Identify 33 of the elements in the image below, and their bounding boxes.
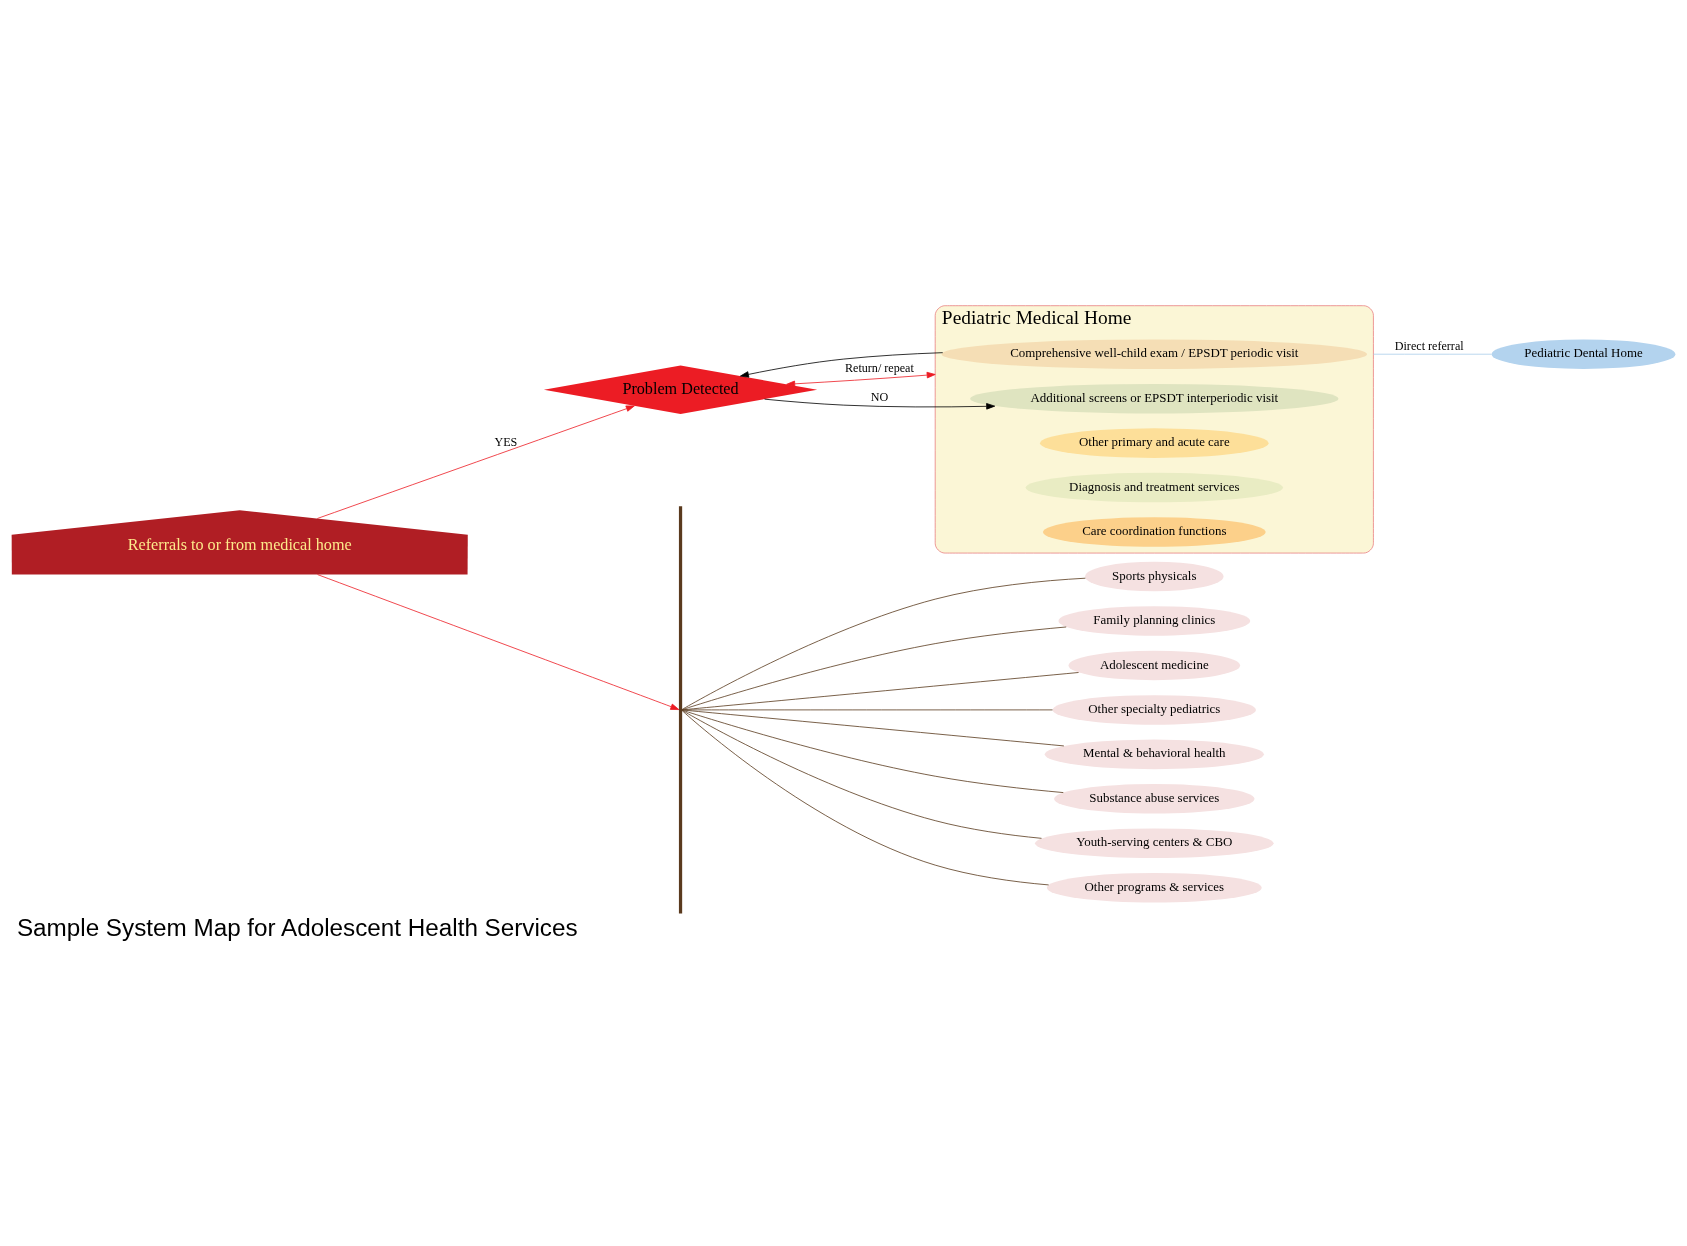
node-bar — [678, 506, 683, 914]
connector — [681, 709, 1064, 793]
node-ellipse: Other programs & services — [1046, 873, 1262, 903]
node-ellipse: Pediatric Dental Home — [1491, 339, 1676, 369]
diagram-title: Sample System Map for Adolescent Health Services — [16, 914, 578, 942]
connector — [681, 577, 1086, 710]
connector — [681, 626, 1067, 710]
node-ellipse: Additional screens or EPSDT interperiodic visit — [970, 383, 1339, 414]
node-ellipse: Care coordination functions — [1042, 517, 1266, 547]
node-ellipse: Comprehensive well-child exam / EPSDT periodic visit — [941, 339, 1367, 369]
arrow — [764, 398, 996, 410]
arrow — [317, 574, 680, 710]
connector — [682, 672, 1079, 711]
node-ellipse: Other specialty pediatrics — [1052, 695, 1256, 725]
arrow — [316, 405, 635, 519]
node-ellipse: Family planning clinics — [1058, 606, 1251, 636]
edge-label: Return/ repeat — [844, 360, 914, 375]
node-ellipse: Sports physicals — [1085, 561, 1224, 592]
edge-label: Direct referral — [1394, 339, 1464, 354]
arrow — [786, 371, 936, 388]
connector — [681, 710, 1042, 839]
node-ellipse: Substance abuse services — [1054, 784, 1255, 814]
arrow — [740, 352, 944, 378]
node-ellipse: Other primary and acute care — [1040, 428, 1269, 458]
connector — [681, 710, 1050, 886]
edge-label: NO — [870, 390, 889, 405]
edge-label: YES — [494, 434, 518, 449]
connector — [1373, 353, 1492, 355]
node-ellipse: Youth-serving centers & CBO — [1035, 828, 1274, 859]
connector — [682, 709, 1065, 747]
node-ellipse: Mental & behavioral health — [1044, 739, 1264, 770]
node-ellipse: Adolescent medicine — [1068, 650, 1241, 681]
connector — [682, 709, 1053, 711]
